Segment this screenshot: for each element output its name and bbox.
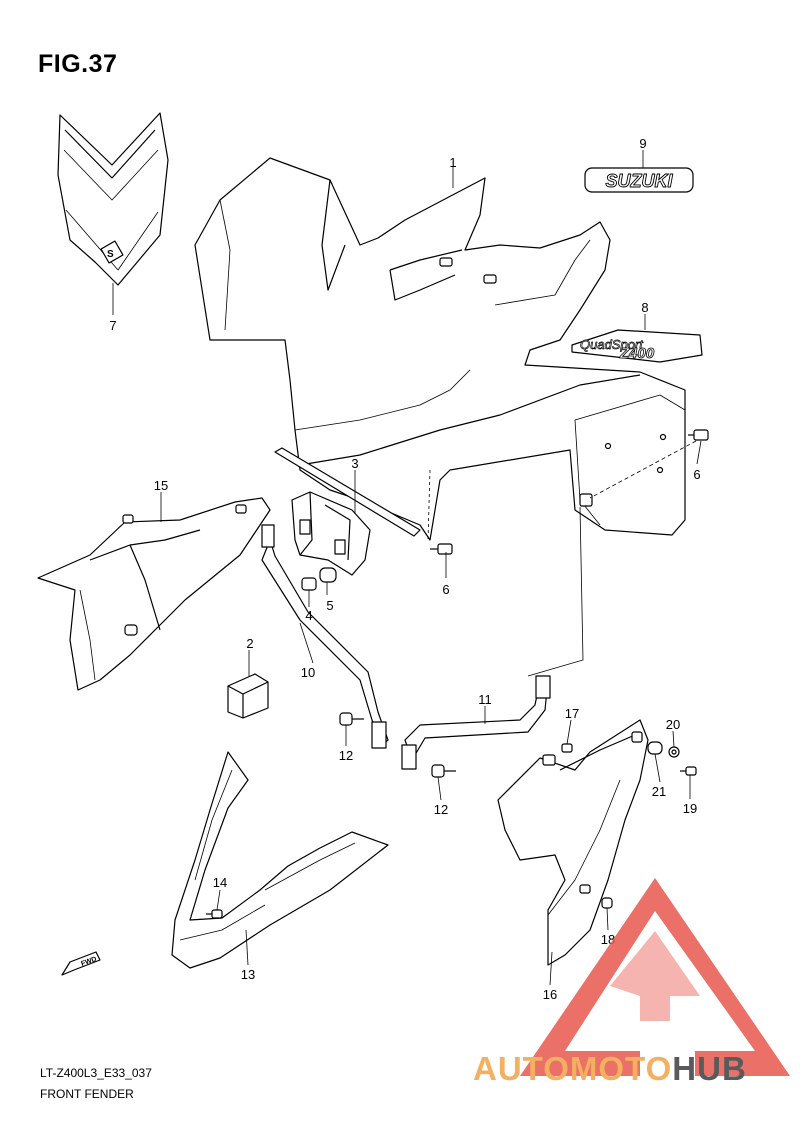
- part-1-front-fender[interactable]: [194, 157, 686, 541]
- suzuki-emblem-text: SUZUKI: [606, 171, 674, 191]
- callout-11: 11: [478, 692, 492, 707]
- part-21-collar[interactable]: [647, 741, 663, 755]
- callout-15: 15: [154, 478, 168, 493]
- callout-7: 7: [109, 318, 116, 333]
- callout-16: 16: [543, 987, 557, 1002]
- callout-6a: 6: [442, 582, 449, 597]
- model-text: Z400: [619, 345, 655, 362]
- callout-3: 3: [351, 456, 358, 471]
- part-14-screw[interactable]: [206, 909, 223, 919]
- svg-text:S: S: [107, 249, 114, 260]
- callout-9: 9: [639, 136, 646, 151]
- callout-10: 10: [301, 665, 315, 680]
- part-6-bolt-a[interactable]: [430, 543, 453, 555]
- callout-4: 4: [305, 608, 312, 623]
- leader-lines: [112, 150, 702, 986]
- callout-5: 5: [326, 598, 333, 613]
- part-10-brace[interactable]: [261, 524, 389, 749]
- part-12-bolt-b[interactable]: [431, 764, 456, 778]
- part-20-washer[interactable]: [668, 746, 680, 758]
- watermark-logo: [520, 878, 790, 1076]
- part-15-left-panel[interactable]: [37, 497, 271, 691]
- callout-12a: 12: [339, 748, 353, 763]
- watermark-text: AUTOMOTOHUB: [473, 1050, 747, 1087]
- callout-20: 20: [666, 717, 680, 732]
- callout-17: 17: [565, 706, 579, 721]
- part-8-quadsport-emblem[interactable]: QuadSport Z400: [571, 329, 703, 363]
- part-4-bolt[interactable]: [301, 577, 317, 591]
- callout-2: 2: [246, 636, 253, 651]
- part-5-collar[interactable]: [319, 567, 337, 583]
- figure-title: FIG.37: [38, 50, 118, 78]
- callouts: 1 2 3 4 5 6 6 7 8 9 10 11 12 12 13 14 15…: [109, 136, 700, 1002]
- callout-21: 21: [652, 784, 666, 799]
- callout-6b: 6: [693, 467, 700, 482]
- part-6-bolt-b[interactable]: [688, 429, 709, 441]
- part-16-right-panel[interactable]: [497, 719, 649, 966]
- part-13-lower-guard[interactable]: [171, 751, 389, 969]
- fwd-arrow: FWD: [61, 951, 101, 976]
- part-2-cushion[interactable]: [227, 673, 269, 719]
- quadsport-text: QuadSport: [580, 337, 644, 352]
- callout-19: 19: [683, 801, 697, 816]
- callout-12b: 12: [434, 802, 448, 817]
- diagram-name: FRONT FENDER: [40, 1087, 134, 1101]
- part-3-bracket[interactable]: [274, 447, 421, 576]
- part-17-nut[interactable]: [561, 743, 573, 753]
- part-12-bolt-a[interactable]: [339, 712, 364, 726]
- callout-13: 13: [241, 967, 255, 982]
- part-7-center-panel[interactable]: S: [57, 112, 169, 286]
- part-19-bolt[interactable]: [680, 766, 697, 776]
- part-11-brace[interactable]: [401, 675, 551, 770]
- part-9-suzuki-emblem[interactable]: SUZUKI: [584, 167, 694, 193]
- callout-14: 14: [213, 875, 227, 890]
- diagram-code: LT-Z400L3_E33_037: [40, 1066, 152, 1080]
- callout-8: 8: [641, 300, 648, 315]
- callout-1: 1: [449, 155, 456, 170]
